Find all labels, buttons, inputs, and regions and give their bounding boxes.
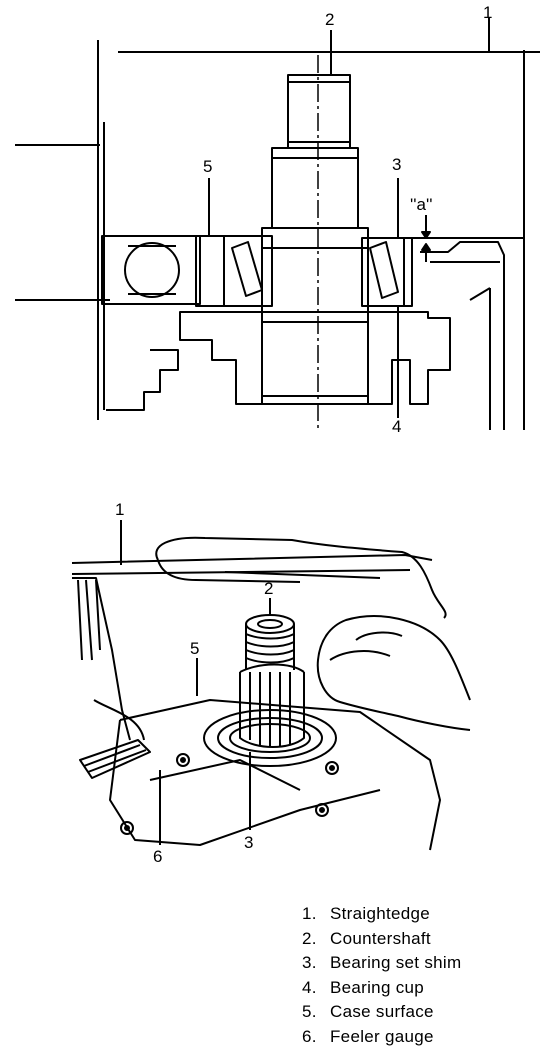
bolt-hole: [315, 803, 329, 817]
bolt-hole: [120, 821, 134, 835]
countershaft-thread: [245, 624, 295, 670]
bolt-hole: [325, 761, 339, 775]
legend-label: Bearing cup: [330, 977, 425, 997]
legend-item-case-surface: 5. Case surface: [302, 1000, 552, 1025]
gear-left: [179, 311, 263, 405]
bearing-cup: [404, 237, 413, 307]
case-surface: [109, 699, 441, 851]
legend-item-straightedge: 1. Straightedge: [302, 902, 552, 927]
hand-upper: [155, 536, 447, 619]
callout-2-bottom: 2: [264, 579, 273, 598]
legend-number: 6.: [302, 1026, 317, 1046]
callout-3-bottom: 3: [244, 833, 253, 852]
legend-label: Countershaft: [330, 928, 431, 948]
countershaft-spline: [239, 672, 305, 748]
legend-number: 5.: [302, 1002, 317, 1022]
callout-6-bottom: 6: [153, 847, 162, 866]
legend-label: Straightedge: [330, 904, 431, 923]
legend-number: 4.: [302, 977, 317, 997]
callout-1-bottom: 1: [115, 500, 124, 519]
legend-label: Bearing set shim: [330, 953, 462, 973]
legend-item-bearing-set-shim: 3. Bearing set shim: [302, 951, 552, 976]
tapered-roller-left: [231, 241, 263, 297]
hand-lower: [316, 615, 471, 731]
legend-item-bearing-cup: 4. Bearing cup: [302, 976, 552, 1001]
legend-item-feeler-gauge: 6. Feeler gauge: [302, 1025, 552, 1050]
bottom-illustration: [71, 520, 471, 851]
callout-5-bottom: 5: [190, 639, 199, 658]
legend-label: Case surface: [330, 1002, 434, 1022]
legend: 1. Straightedge 2. Countershaft 3. Bearing …: [302, 902, 552, 1050]
legend-item-countershaft: 2. Countershaft: [302, 927, 552, 952]
callout-2-top: 2: [325, 10, 334, 29]
callout-1-top: 1: [483, 3, 492, 22]
callout-4-top: 4: [392, 417, 401, 436]
ball-bearing: [101, 235, 201, 305]
callout-5-top: 5: [203, 157, 212, 176]
legend-label: Feeler gauge: [330, 1026, 434, 1046]
shaft-mid: [271, 147, 359, 229]
tapered-roller-right: [369, 241, 399, 299]
straightedge-bar: [71, 554, 433, 564]
bolt-hole: [176, 753, 190, 767]
callout-3-top: 3: [392, 155, 401, 174]
gear-right: [368, 311, 451, 405]
left-shaft: [72, 577, 131, 741]
shaft-spline-top: [287, 74, 351, 149]
dimension-a-label: ''a'': [410, 195, 432, 214]
legend-number: 3.: [302, 953, 317, 973]
legend-number: 2.: [302, 928, 317, 948]
legend-number: 1.: [302, 904, 317, 923]
top-cross-section: [15, 18, 540, 430]
